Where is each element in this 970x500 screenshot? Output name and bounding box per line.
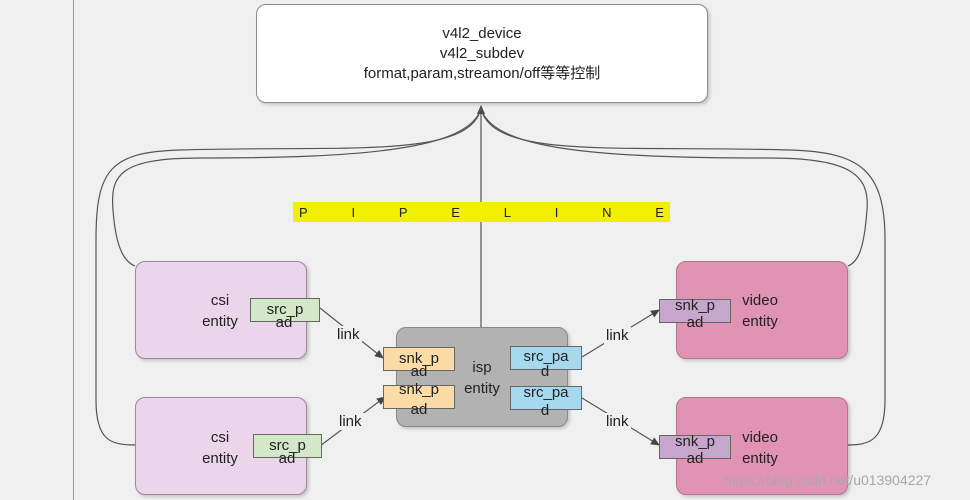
pipeline-letter: L (503, 204, 511, 220)
video-name: video (742, 292, 778, 309)
csi-name: csi (210, 292, 230, 309)
isp-sink-pad-2-tail: ad (410, 401, 428, 418)
isp-src-pad-1-tail: d (540, 363, 550, 380)
isp-src-pad-1: src_pa (510, 346, 582, 370)
pipeline-letter: I (351, 204, 356, 220)
csi-entity-top-label: csi entity (190, 290, 250, 332)
video-sub: entity (742, 313, 778, 330)
curve-inner-left (111, 107, 482, 267)
csi-sub: entity (202, 450, 238, 467)
pipeline-letter: E (451, 204, 460, 220)
isp-src-pad-2: src_pa (510, 384, 582, 410)
v4l2-subdev-label: v4l2_subdev (439, 44, 525, 62)
pipeline-label: P I P E L I N E (293, 202, 670, 222)
link-label-4: link (604, 413, 631, 430)
curve-outer-left (95, 107, 482, 446)
pipeline-letter: E (655, 204, 664, 220)
control-description: format,param,streamon/off等等控制 (363, 64, 601, 82)
video-bottom-sink-pad-tail: ad (686, 450, 704, 467)
video-entity-top-label: video entity (730, 290, 790, 332)
link-label-1: link (335, 326, 362, 343)
isp-entity (396, 327, 568, 427)
csi-entity-bottom-label: csi entity (190, 427, 250, 469)
pad-text: snk_p (398, 381, 440, 398)
csi-bottom-src-pad-tail: ad (278, 450, 296, 467)
isp-src-pad-2-tail: d (540, 402, 550, 419)
isp-sink-pad-1-tail: ad (410, 363, 428, 380)
pad-text: src_pa (523, 384, 569, 401)
link-label-2: link (337, 413, 364, 430)
isp-sub: entity (464, 380, 500, 397)
isp-sink-pad-1: snk_p (383, 347, 455, 371)
csi-bottom-src-pad: src_p (253, 434, 322, 458)
video-name: video (742, 429, 778, 446)
video-sub: entity (742, 450, 778, 467)
link-label-3: link (604, 327, 631, 344)
pad-text: snk_p (398, 350, 440, 367)
isp-name: isp (472, 359, 492, 376)
video-top-sink-pad-tail: ad (686, 314, 704, 331)
pipeline-letter: P (398, 204, 408, 220)
isp-entity-label: isp entity (451, 357, 513, 399)
video-bottom-sink-pad: snk_p (659, 433, 731, 459)
video-top-sink-pad: snk_p (659, 297, 731, 323)
pad-text: src_p (269, 437, 306, 454)
left-margin-line (73, 0, 74, 500)
watermark: https://blog.csdn.net/u013904227 (724, 472, 932, 488)
csi-top-src-pad: src_p (250, 298, 320, 322)
v4l2-device-label: v4l2_device (442, 24, 522, 42)
isp-sink-pad-2: snk_p (383, 381, 455, 409)
pipeline-letter: P (299, 204, 308, 220)
csi-top-src-pad-tail: ad (275, 314, 293, 331)
pad-text: snk_p (674, 297, 716, 314)
curve-inner-right (480, 107, 868, 267)
pipeline-letter: N (602, 204, 612, 220)
csi-sub: entity (202, 313, 238, 330)
pipeline-letter: I (554, 204, 559, 220)
v4l2-device-box: v4l2_device v4l2_subdev format,param,str… (256, 4, 708, 103)
pad-text: src_p (266, 301, 304, 318)
video-entity-bottom-label: video entity (730, 427, 790, 469)
csi-entity-bottom (135, 397, 307, 495)
pad-text: src_pa (523, 348, 569, 365)
csi-name: csi (210, 429, 230, 446)
curve-outer-right (480, 107, 886, 446)
pad-text: snk_p (674, 433, 716, 450)
